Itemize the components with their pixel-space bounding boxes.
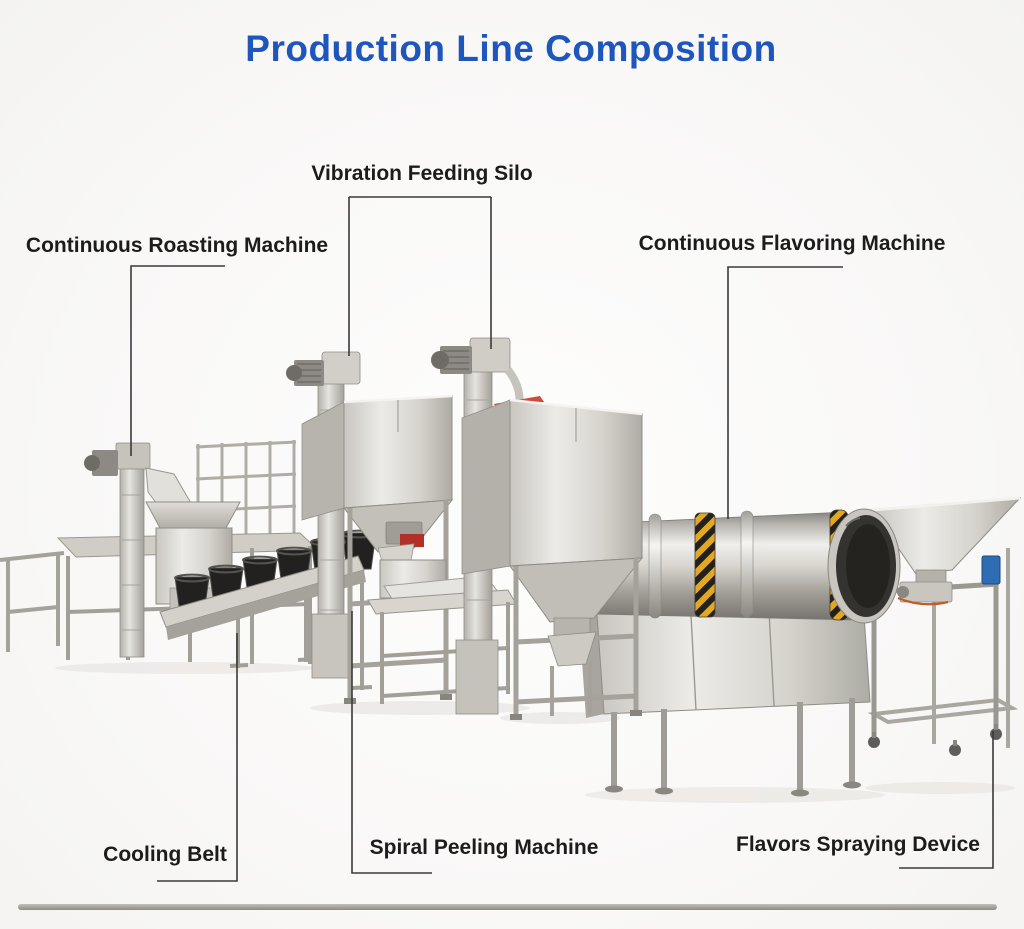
label-continuous-roasting-machine: Continuous Roasting Machine xyxy=(25,234,329,257)
callout-line-cooling-belt xyxy=(157,633,238,882)
label-cooling-belt: Cooling Belt xyxy=(103,843,227,866)
callout-line-vibration-feeding-silo xyxy=(348,196,492,356)
callout-line-flavors-spraying-device xyxy=(899,731,994,869)
spraying-device-figure xyxy=(867,496,1022,756)
callout-line-continuous-roasting-machine xyxy=(130,265,225,456)
label-spiral-peeling-machine: Spiral Peeling Machine xyxy=(369,836,599,859)
hazard-stripe-band xyxy=(694,512,716,618)
label-flavors-spraying-device: Flavors Spraying Device xyxy=(736,833,980,856)
edge-frame-figure xyxy=(0,551,65,652)
control-box xyxy=(981,555,1001,585)
callout-line-spiral-peeling-machine xyxy=(351,611,432,874)
feeding-silo-left-figure xyxy=(286,351,454,704)
label-vibration-feeding-silo: Vibration Feeding Silo xyxy=(311,162,533,185)
red-nameplate xyxy=(400,534,424,547)
power-cable xyxy=(897,596,949,606)
callout-line-continuous-flavoring-machine xyxy=(727,266,843,519)
bottom-divider xyxy=(18,904,997,910)
page-title: Production Line Composition xyxy=(245,28,777,69)
floor-shadows xyxy=(55,662,1015,803)
feeding-silo-right-figure xyxy=(431,337,644,720)
label-continuous-flavoring-machine: Continuous Flavoring Machine xyxy=(638,232,946,255)
callout-lines xyxy=(130,196,994,882)
